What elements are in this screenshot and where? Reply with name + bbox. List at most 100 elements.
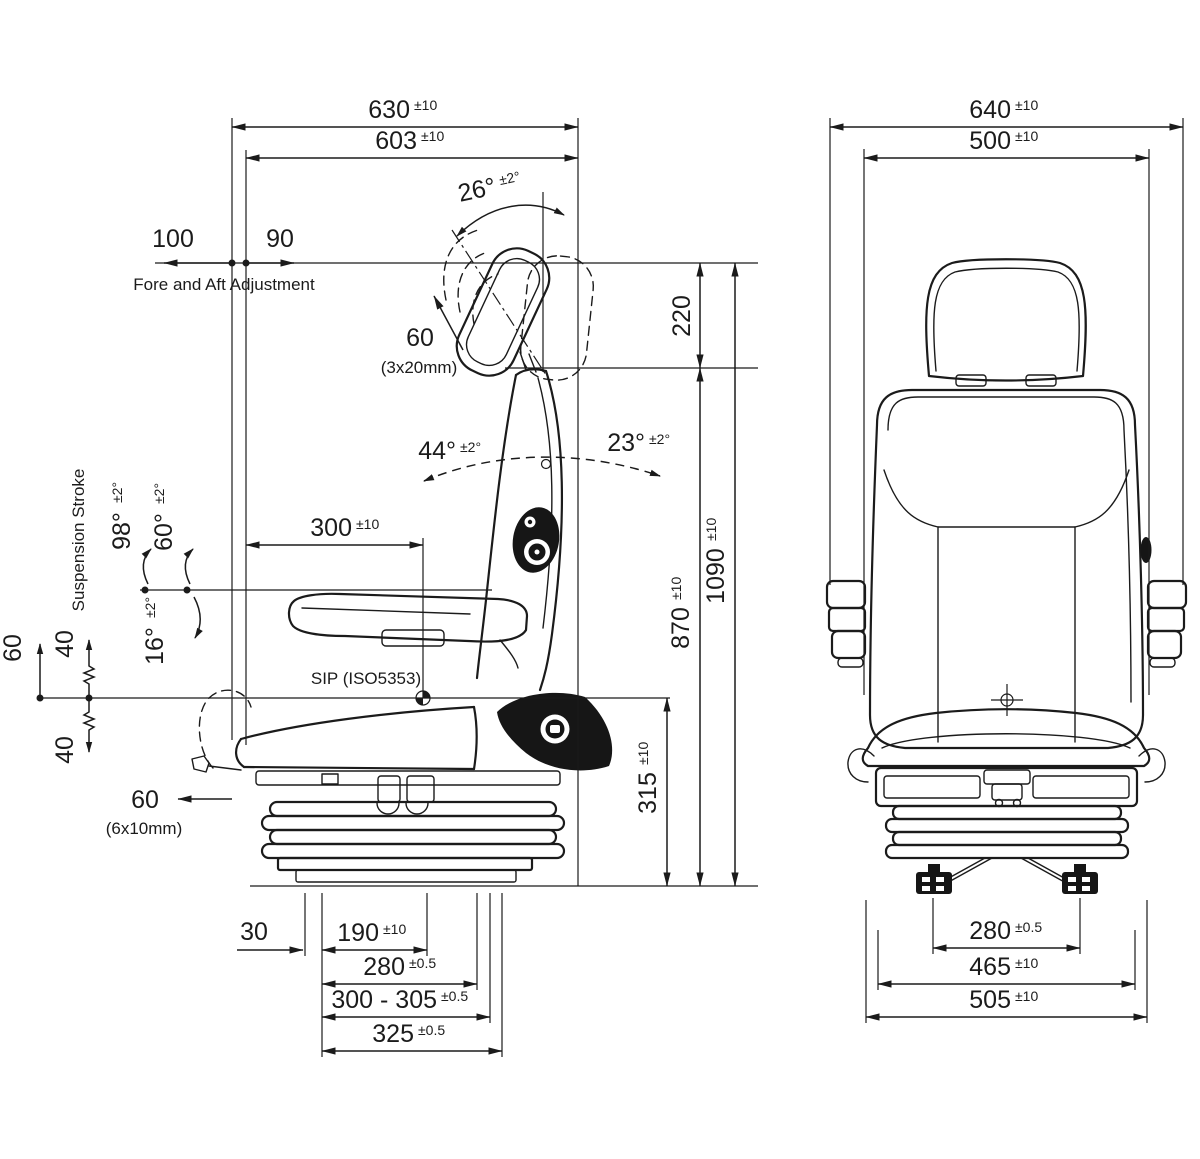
dim-front-backrest-width: 500 <box>969 127 1011 155</box>
dim-rail-width-2: 280 <box>363 953 405 981</box>
side-view-drawing: 630 ±10 603 ±10 26° ±2° 100 90 Fore and … <box>0 96 758 1057</box>
dim-stroke-down: 40 <box>51 736 79 764</box>
dim-total-height: 1090 ±10 <box>702 518 730 604</box>
seat-pivot-bracket-side <box>497 692 613 771</box>
recline-knob-front <box>1140 537 1152 563</box>
dim-backrest-height: 870 ±10 <box>667 577 695 649</box>
dim-front-overall-width-tol: ±10 <box>1015 97 1038 113</box>
headrest-front <box>925 258 1087 387</box>
base-plate-side <box>276 856 534 883</box>
dim-fore-travel: 100 <box>152 225 194 253</box>
dim-side-overall-width: 630 <box>368 96 410 124</box>
dim-front-overall-width: 640 <box>969 96 1011 124</box>
seat-cushion-side <box>191 689 478 773</box>
dim-headrest-steps: 60 <box>406 324 434 352</box>
front-seat-outline <box>825 258 1188 894</box>
dim-fold-back-tol: ±2° <box>649 431 670 447</box>
dim-front-overall-base-width: 505 <box>969 986 1011 1014</box>
dim-fold-forward-tol: ±2° <box>460 439 481 455</box>
suspension-frame-front <box>874 766 1139 808</box>
dim-front-base-width-tol: ±10 <box>1015 955 1038 971</box>
dim-rail-offset: 30 <box>240 918 268 946</box>
dim-armrest-depth-tol: ±10 <box>356 516 379 532</box>
dim-aft-travel: 90 <box>266 225 294 253</box>
dim-fold-forward: 44° <box>418 437 456 465</box>
dim-headrest-steps-note: (3x20mm) <box>381 358 458 377</box>
dim-side-inner-width-tol: ±10 <box>421 128 444 144</box>
dim-sip-height: 315 ±10 <box>634 742 662 814</box>
dim-headrest-height: 220 <box>668 295 696 337</box>
svg-text:220: 220 <box>668 295 696 337</box>
front-labels: 640 ±10 500 ±10 280 ±0.5 465 ±10 505 ±10 <box>969 96 1042 1014</box>
svg-text:315: 315 <box>634 772 662 814</box>
dim-armrest-down-angle: 16° ±2° <box>141 597 169 665</box>
suspension-bellows-front <box>884 804 1130 860</box>
dim-slide-steps: 60 <box>131 786 159 814</box>
cushion-flip-outline <box>198 689 252 769</box>
svg-text:60°: 60° <box>150 513 178 551</box>
dim-rail-width-1: 190 <box>337 919 379 947</box>
armrest-side <box>287 592 529 669</box>
svg-text:±10: ±10 <box>703 518 719 541</box>
headrest-side <box>455 247 551 377</box>
center-mark <box>991 684 1023 716</box>
svg-text:16°: 16° <box>141 627 169 665</box>
backrest-front <box>868 388 1152 750</box>
dim-headrest-tilt: 26° ±2° <box>455 168 522 208</box>
svg-text:±2°: ±2° <box>109 482 125 503</box>
headrest-side-alt-position <box>519 255 595 381</box>
front-view-drawing: 640 ±10 500 ±10 280 ±0.5 465 ±10 505 ±10 <box>825 96 1188 1023</box>
suspension-bellows-side <box>260 800 566 860</box>
dim-stroke-ref: 60 <box>0 634 27 662</box>
svg-text:±10: ±10 <box>635 742 651 765</box>
svg-text:Suspension Stroke: Suspension Stroke <box>69 469 88 612</box>
side-labels: 630 ±10 603 ±10 26° ±2° 100 90 Fore and … <box>0 96 730 1048</box>
svg-text:40: 40 <box>51 630 79 658</box>
dim-rail-width-3-tol: ±0.5 <box>441 988 468 1004</box>
seat-cushion-front <box>847 708 1166 783</box>
headrest-motion-arc <box>443 229 479 301</box>
fore-aft-adjustment-label: Fore and Aft Adjustment <box>133 275 315 294</box>
dim-rail-width-1-tol: ±10 <box>383 921 406 937</box>
dim-fold-back: 23° <box>607 429 645 457</box>
dim-backrest-angle: 98° ±2° <box>108 482 136 550</box>
dim-stroke-up: 40 <box>51 630 79 658</box>
svg-text:60: 60 <box>0 634 27 662</box>
slide-rails-side <box>255 770 561 815</box>
dim-front-overall-base-width-tol: ±10 <box>1015 988 1038 1004</box>
dim-rail-width-3: 300 - 305 <box>331 986 437 1014</box>
sip-point-marker <box>415 690 431 706</box>
headrest-motion-arc <box>457 251 489 313</box>
dim-side-inner-width: 603 <box>375 127 417 155</box>
recline-knob-side <box>512 507 560 573</box>
svg-text:870: 870 <box>667 607 695 649</box>
front-reference-lines <box>829 118 1184 1023</box>
suspension-stroke-label: Suspension Stroke <box>69 469 88 612</box>
svg-text:±2°: ±2° <box>151 483 167 504</box>
side-dimension-lines <box>36 123 739 1055</box>
dim-rail-width-4: 325 <box>372 1020 414 1048</box>
armrest-left-front <box>825 579 867 668</box>
dim-rail-width-2-tol: ±0.5 <box>409 955 436 971</box>
svg-text:±2°: ±2° <box>498 168 522 188</box>
svg-text:40: 40 <box>51 736 79 764</box>
svg-text:98°: 98° <box>108 512 136 550</box>
dim-slide-steps-note: (6x10mm) <box>106 819 183 838</box>
dim-front-base-width: 465 <box>969 953 1011 981</box>
base-struts-front <box>916 857 1098 894</box>
svg-text:26°: 26° <box>455 172 498 207</box>
dim-armrest-up-angle: 60° ±2° <box>150 483 178 551</box>
side-reference-lines <box>36 118 758 1057</box>
svg-text:±2°: ±2° <box>142 597 158 618</box>
dim-front-backrest-width-tol: ±10 <box>1015 128 1038 144</box>
foot-right <box>1062 864 1098 894</box>
front-dimension-lines <box>829 123 1184 1021</box>
dim-rail-width-4-tol: ±0.5 <box>418 1022 445 1038</box>
side-seat-outline <box>191 229 613 883</box>
svg-text:±10: ±10 <box>668 577 684 600</box>
dim-armrest-depth: 300 <box>310 514 352 542</box>
svg-text:1090: 1090 <box>702 548 730 604</box>
dim-side-overall-width-tol: ±10 <box>414 97 437 113</box>
